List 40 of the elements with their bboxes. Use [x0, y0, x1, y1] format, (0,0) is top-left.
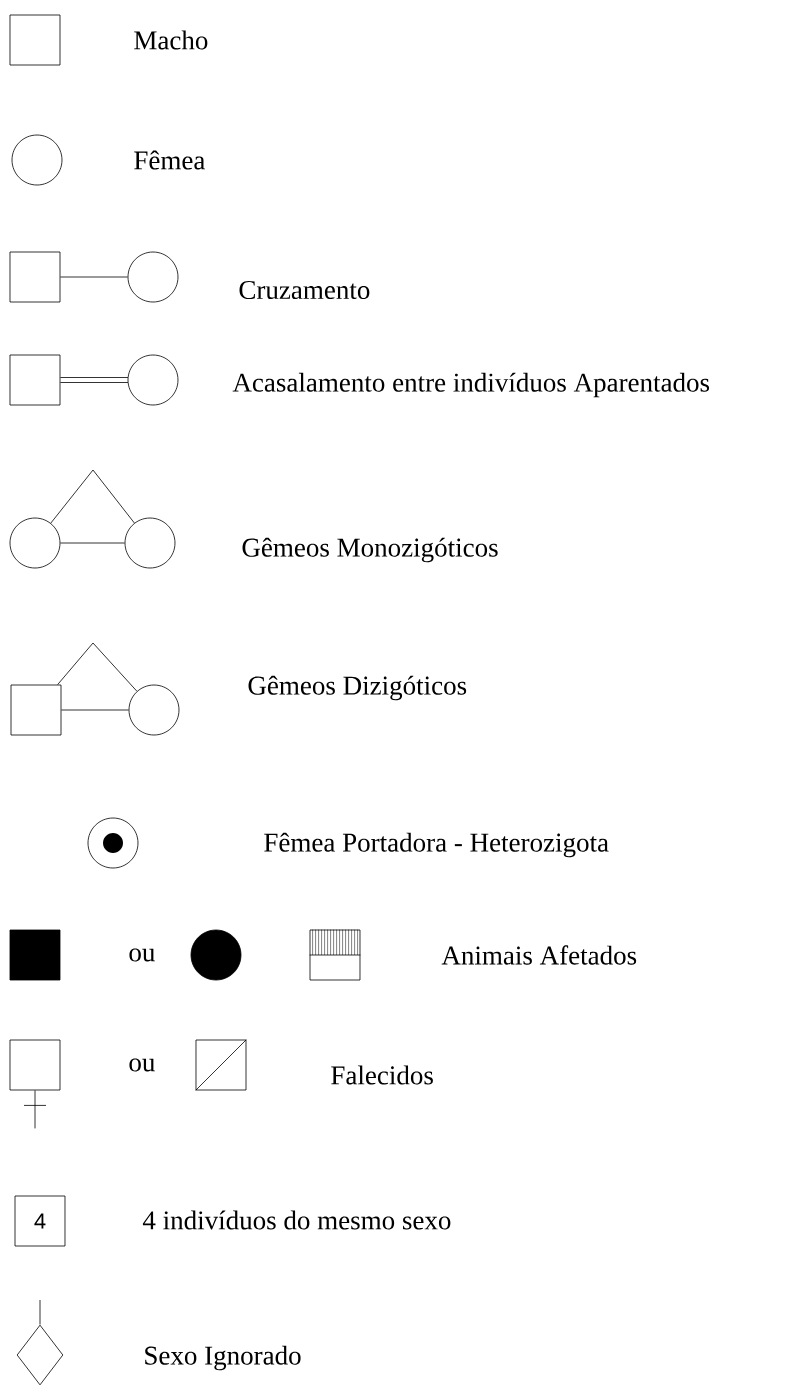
legend-text: Animais Afetados [441, 945, 637, 965]
legend-text: Falecidos [331, 1065, 433, 1085]
legend-text: 4 indivíduos do mesmo sexo [142, 1210, 451, 1230]
affected-female-symbol [190, 929, 242, 981]
female-symbol [11, 134, 63, 186]
unknown-sex-diamond [16, 1324, 64, 1386]
count-box: 4 [14, 1195, 66, 1247]
male-symbol [9, 14, 61, 66]
legend-text: Gêmeos Monozigóticos [242, 537, 498, 563]
legend-text: Fêmea Portadora - Heterozigota [264, 832, 609, 858]
legend-text: Sexo Ignorado [145, 1345, 301, 1371]
female-symbol [9, 517, 61, 569]
carrier-female-symbol [87, 817, 139, 869]
or-text: ou [129, 1058, 155, 1072]
male-symbol [10, 684, 62, 736]
male-symbol [9, 251, 61, 303]
mating-line [60, 542, 125, 544]
female-symbol [128, 684, 180, 736]
double-line [60, 377, 129, 383]
deceased-male-symbol [195, 1039, 247, 1091]
connector-line [39, 1299, 41, 1325]
legend-text: Fêmea [134, 150, 205, 170]
twin-line [50, 469, 94, 524]
mating-line [61, 709, 129, 711]
deceased-male-symbol [9, 1039, 61, 1129]
affected-hatched-symbol [309, 929, 361, 981]
or-text: ou [129, 948, 155, 962]
mating-line [60, 276, 128, 278]
affected-male-symbol [9, 929, 61, 981]
twin-line [57, 642, 94, 685]
legend-text: Acasalamento entre indivíduos Aparentados [232, 372, 710, 398]
twin-line [92, 469, 135, 524]
male-symbol [9, 354, 61, 406]
legend-text: Macho [134, 30, 208, 50]
female-symbol [127, 354, 179, 406]
twin-line [92, 642, 138, 692]
female-symbol [124, 517, 176, 569]
legend-text: Gêmeos Dizigóticos [248, 675, 467, 701]
female-symbol [127, 251, 179, 303]
legend-text: Cruzamento [239, 280, 370, 300]
